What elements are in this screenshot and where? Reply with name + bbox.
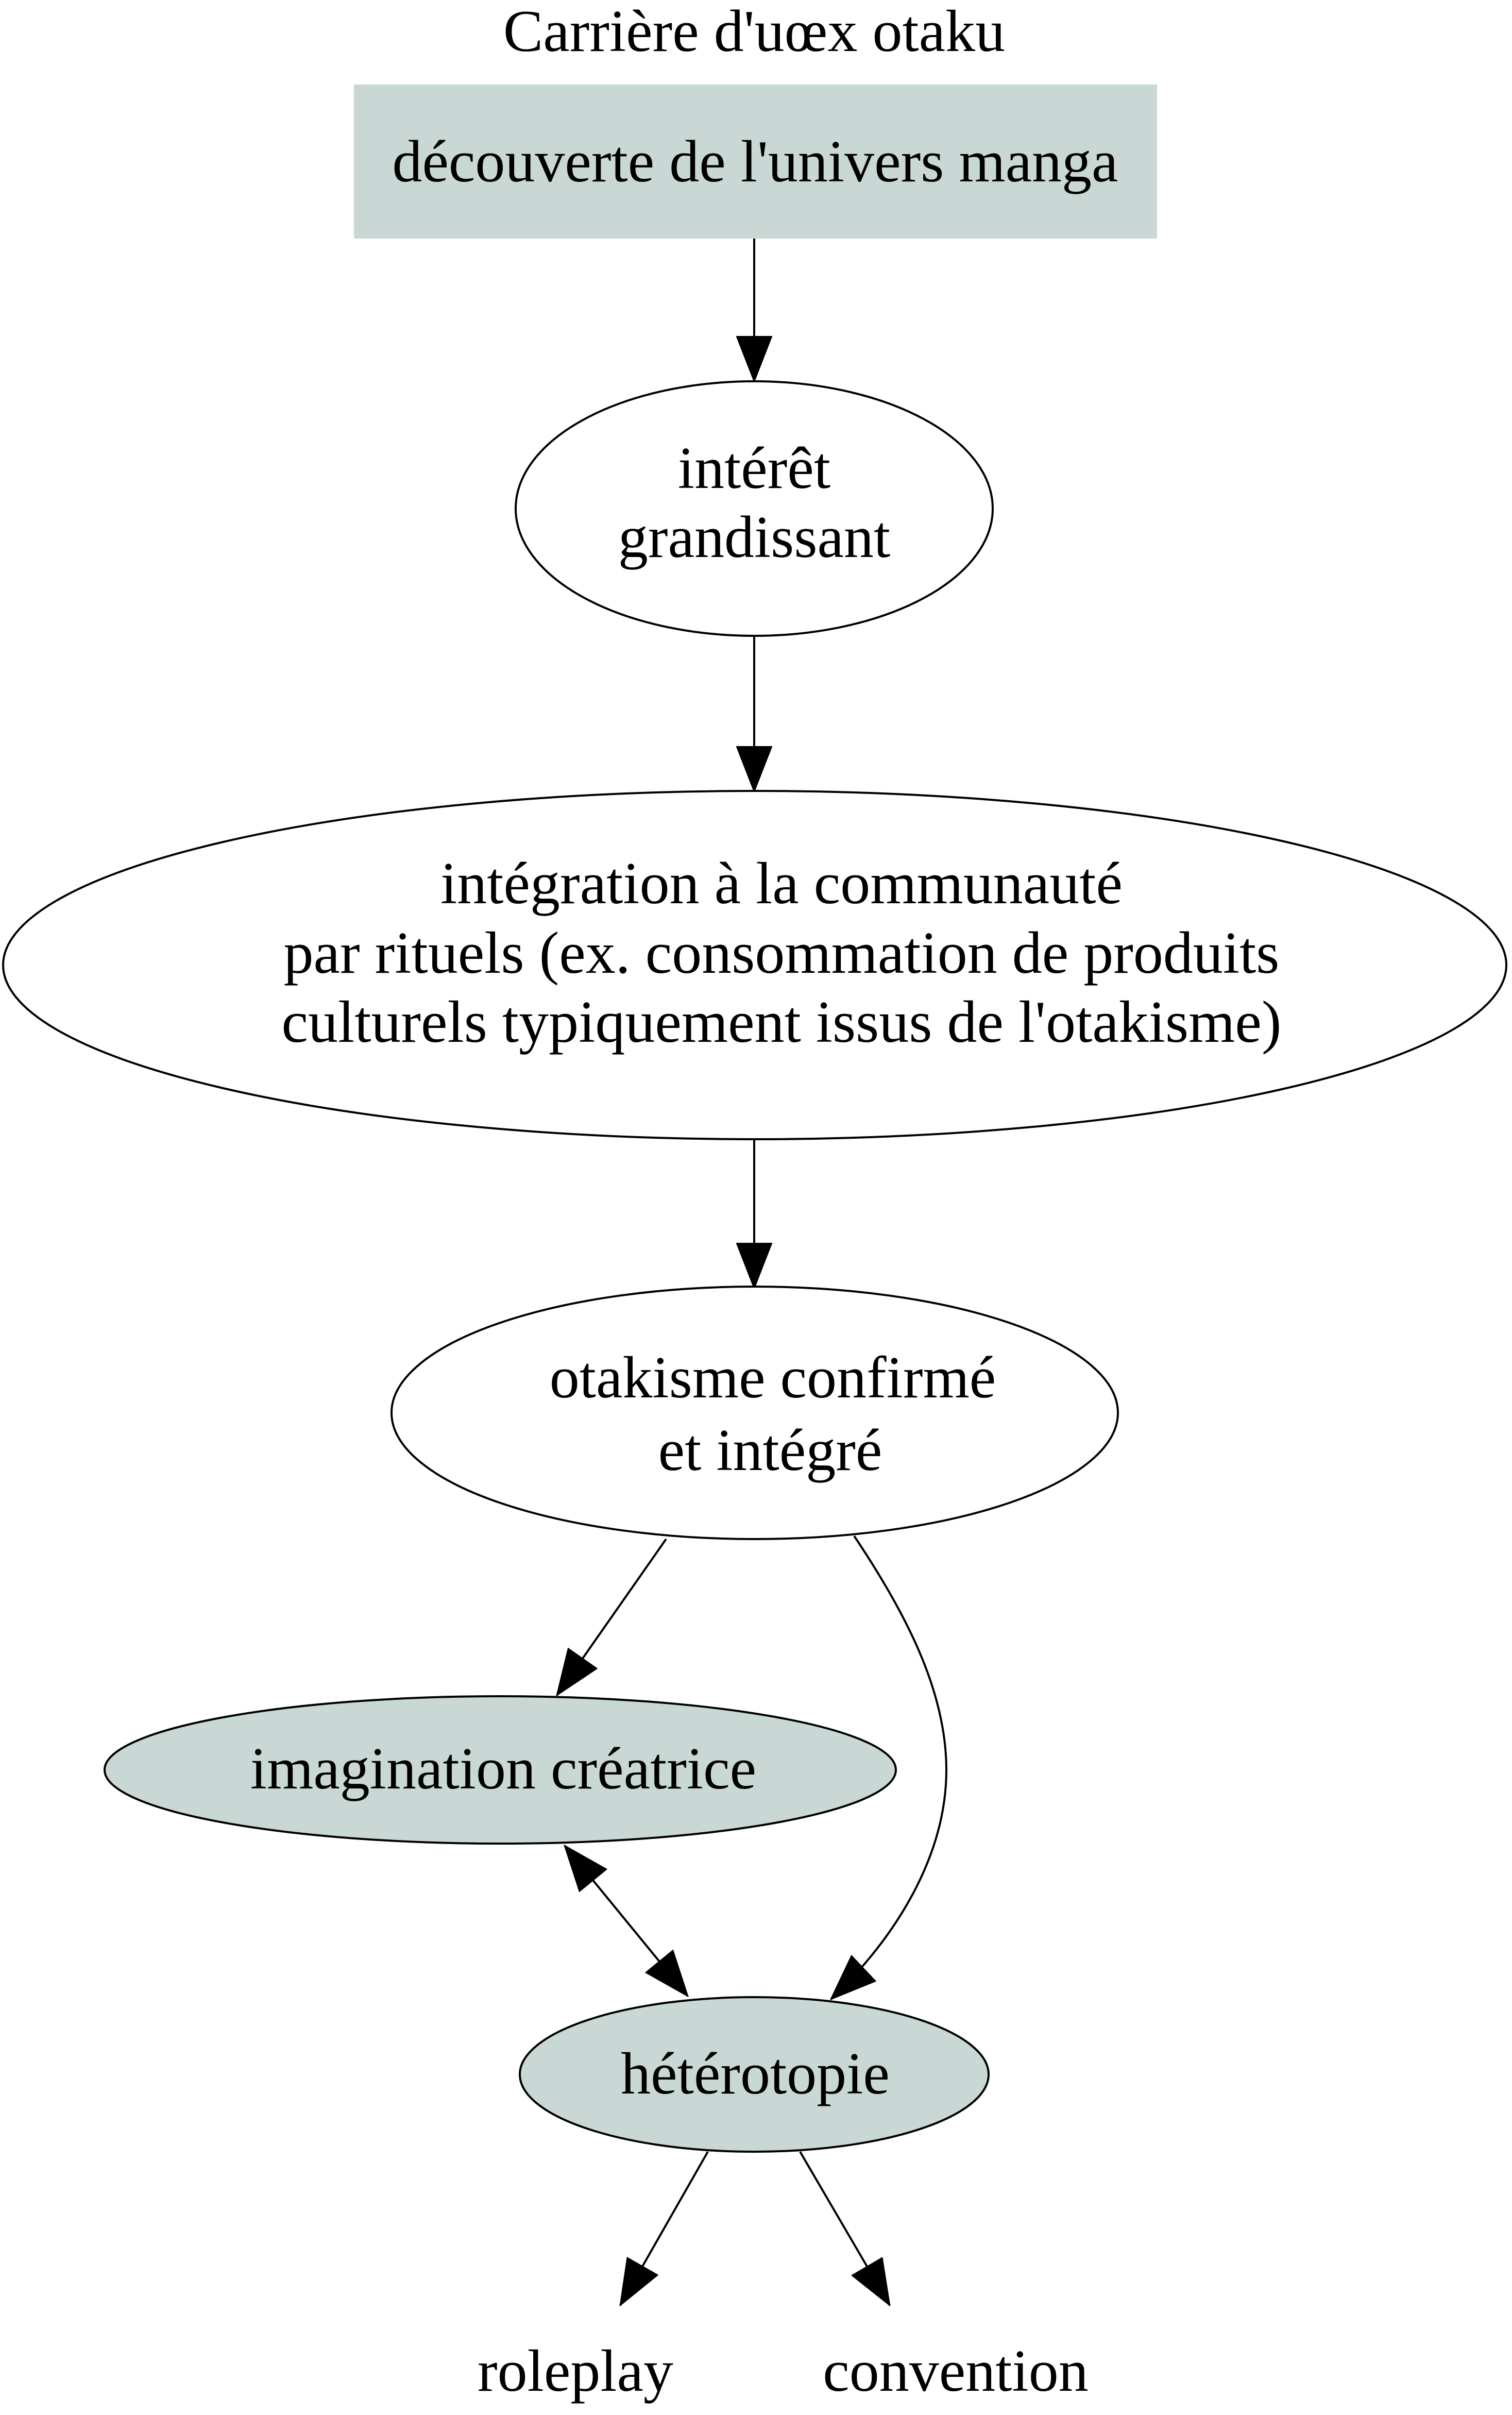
node-decouverte-box	[354, 85, 1157, 239]
node-heterotopie-label: hétérotopie	[621, 2041, 890, 2107]
edge-otakisme-to-heterotopie	[831, 1535, 948, 1999]
node-otakisme: otakisme confirmé et intégré	[390, 1286, 1119, 1540]
diagram-title: Carrière d'uœx otaku	[503, 0, 1005, 64]
node-imagination: imagination créatrice	[104, 1695, 897, 1845]
node-interet-label-line1: intérêt	[678, 435, 830, 501]
node-integration: intégration à la communauté par rituels …	[2, 790, 1507, 1140]
node-heterotopie-ellipse	[519, 1996, 990, 2153]
edge-imagination-heterotopie-bidirectional	[565, 1846, 688, 1996]
edge-heterotopie-to-convention	[799, 2151, 891, 2305]
node-integration-label-line3: culturels typiquement issus de l'otakism…	[281, 989, 1281, 1055]
node-heterotopie: hétérotopie	[519, 1996, 990, 2153]
node-imagination-ellipse	[104, 1695, 897, 1845]
node-roleplay-label: roleplay	[478, 2338, 673, 2404]
node-integration-label-line2: par rituels (ex. consommation de produit…	[284, 920, 1280, 986]
node-otakisme-label-line2: et intégré	[658, 1417, 882, 1483]
node-integration-label-line1: intégration à la communauté	[440, 851, 1123, 917]
edge-otakisme-to-imagination	[557, 1538, 667, 1695]
node-imagination-label: imagination créatrice	[250, 1736, 756, 1802]
node-convention-label: convention	[823, 2338, 1088, 2404]
node-otakisme-label-line1: otakisme confirmé	[550, 1345, 996, 1411]
node-interet: intérêt grandissant	[515, 380, 994, 637]
node-interet-label-line2: grandissant	[618, 504, 890, 570]
node-decouverte-label: découverte de l'univers manga	[392, 129, 1118, 195]
node-decouverte: découverte de l'univers manga	[354, 85, 1157, 239]
edge-heterotopie-to-roleplay	[619, 2151, 709, 2305]
node-otakisme-ellipse	[390, 1286, 1119, 1540]
